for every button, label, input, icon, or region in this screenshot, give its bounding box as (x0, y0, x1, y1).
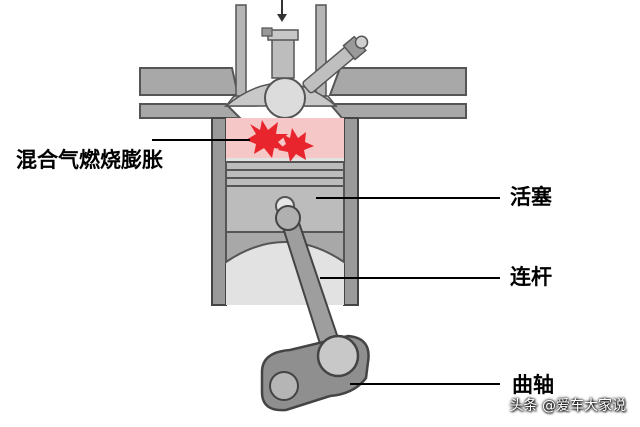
label-crankshaft: 曲轴 (512, 373, 554, 397)
injector-body (271, 37, 295, 79)
connecting-rod (275, 205, 342, 352)
exhaust-valve-stem (315, 4, 327, 106)
label-connecting-rod: 连杆 (510, 265, 552, 289)
chamber-bulb (264, 77, 306, 119)
cylinder-head (139, 0, 467, 119)
explosion-icon (246, 120, 314, 162)
label-piston: 活塞 (510, 185, 552, 209)
watermark: 头条 @爱车大家说 (509, 398, 626, 414)
main-journal (269, 371, 299, 401)
crankshaft (260, 334, 370, 412)
crank-pin (316, 334, 360, 378)
label-mixture-expansion: 混合气燃烧膨胀 (16, 148, 163, 172)
intake-valve-stem (235, 4, 247, 106)
spark-plug (302, 35, 369, 94)
